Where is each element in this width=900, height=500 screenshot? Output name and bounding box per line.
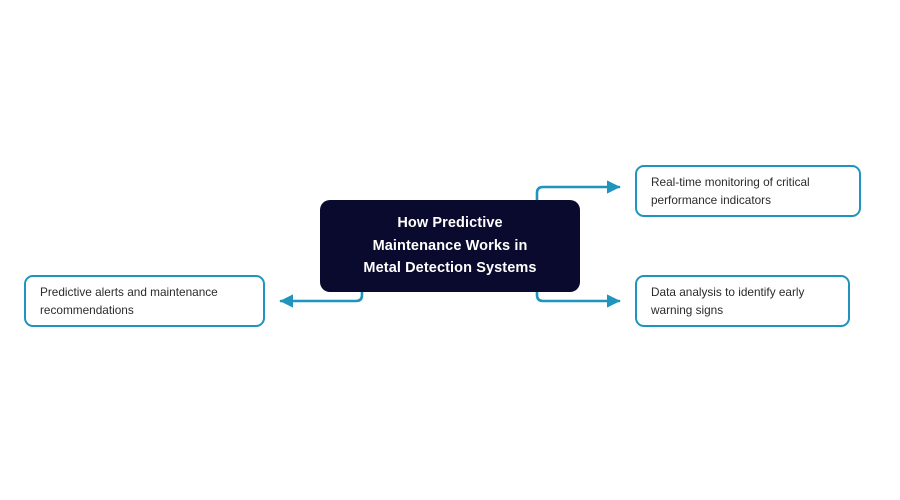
connector-to-alerts: [279, 290, 364, 308]
leaf-node-monitoring[interactable]: Real-time monitoring of critical perform…: [635, 165, 861, 217]
leaf-node-data-analysis-label: Data analysis to identify early warning …: [651, 284, 805, 317]
connector-to-data-analysis: [535, 290, 621, 308]
leaf-node-monitoring-label: Real-time monitoring of critical perform…: [651, 174, 810, 207]
central-node-label: How Predictive Maintenance Works in Meta…: [363, 215, 537, 277]
leaf-node-alerts[interactable]: Predictive alerts and maintenance recomm…: [24, 275, 265, 327]
leaf-node-alerts-label: Predictive alerts and maintenance recomm…: [40, 284, 218, 317]
leaf-node-data-analysis[interactable]: Data analysis to identify early warning …: [635, 275, 850, 327]
central-node[interactable]: How Predictive Maintenance Works in Meta…: [320, 200, 580, 292]
